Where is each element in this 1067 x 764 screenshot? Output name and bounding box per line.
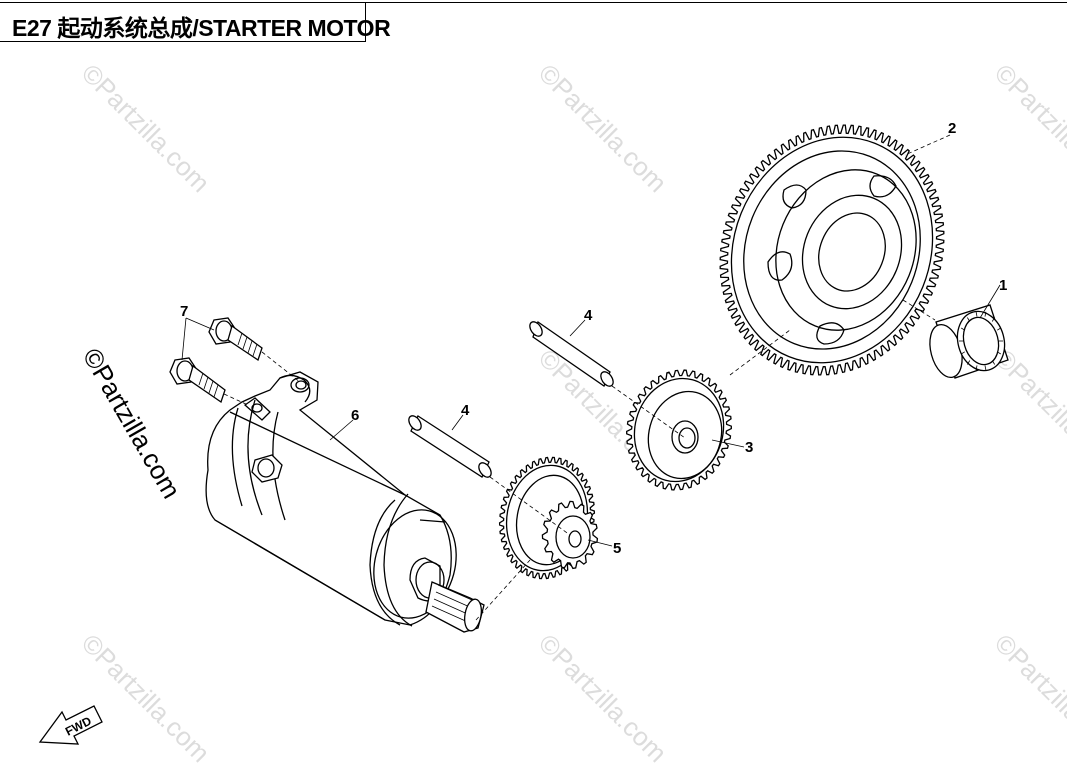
starter-motor bbox=[205, 371, 485, 633]
bearing-needle bbox=[960, 327, 966, 331]
diagram-title: E27 起动系统总成/STARTER MOTOR bbox=[12, 15, 391, 41]
bearing-needle bbox=[991, 360, 996, 365]
callout-1: 1 bbox=[999, 277, 1007, 294]
leader-lines bbox=[181, 134, 1001, 621]
watermark: ©Partzilla.com bbox=[76, 628, 216, 764]
needle-bearing bbox=[929, 304, 1009, 379]
starter-driven-gear bbox=[719, 124, 945, 376]
callout-2: 2 bbox=[948, 120, 956, 137]
watermark-dark: ©Partzilla.com bbox=[77, 343, 187, 503]
callout-4-lower: 4 bbox=[461, 402, 470, 419]
bearing-needle bbox=[984, 311, 987, 317]
bearing-needle bbox=[960, 351, 966, 355]
fwd-arrow-icon: FWD bbox=[38, 705, 103, 745]
bearing-needle bbox=[991, 317, 996, 322]
lower-shaft bbox=[408, 415, 492, 478]
watermark: ©Partzilla.com bbox=[989, 58, 1067, 198]
idle-gear bbox=[626, 369, 732, 491]
watermark: ©Partzilla.com bbox=[533, 628, 673, 764]
callout-7: 7 bbox=[180, 303, 188, 320]
watermark: ©Partzilla.com bbox=[533, 58, 673, 198]
bearing-needle bbox=[984, 365, 987, 371]
callouts: 2 1 3 4 4 5 6 7 bbox=[180, 120, 1007, 557]
bolt-upper bbox=[208, 317, 263, 362]
title-box: E27 起动系统总成/STARTER MOTOR bbox=[0, 2, 391, 42]
bolt-lower bbox=[169, 357, 226, 404]
callout-6: 6 bbox=[351, 407, 359, 424]
watermark: ©Partzilla.com bbox=[76, 58, 216, 198]
callout-5: 5 bbox=[613, 540, 621, 557]
watermark: ©Partzilla.com bbox=[989, 343, 1067, 483]
bearing-needle bbox=[966, 317, 971, 322]
upper-shaft bbox=[529, 320, 614, 387]
bearing-needle bbox=[975, 365, 978, 371]
callout-3: 3 bbox=[745, 439, 753, 456]
bearing-needle bbox=[996, 351, 1002, 355]
watermark: ©Partzilla.com bbox=[989, 628, 1067, 764]
reduction-gear bbox=[498, 456, 599, 580]
callout-4-upper: 4 bbox=[584, 307, 593, 324]
bearing-needle bbox=[966, 360, 971, 365]
top-border-line bbox=[366, 2, 1067, 3]
bearing-needle bbox=[975, 311, 978, 317]
bearing-needle bbox=[996, 327, 1002, 331]
